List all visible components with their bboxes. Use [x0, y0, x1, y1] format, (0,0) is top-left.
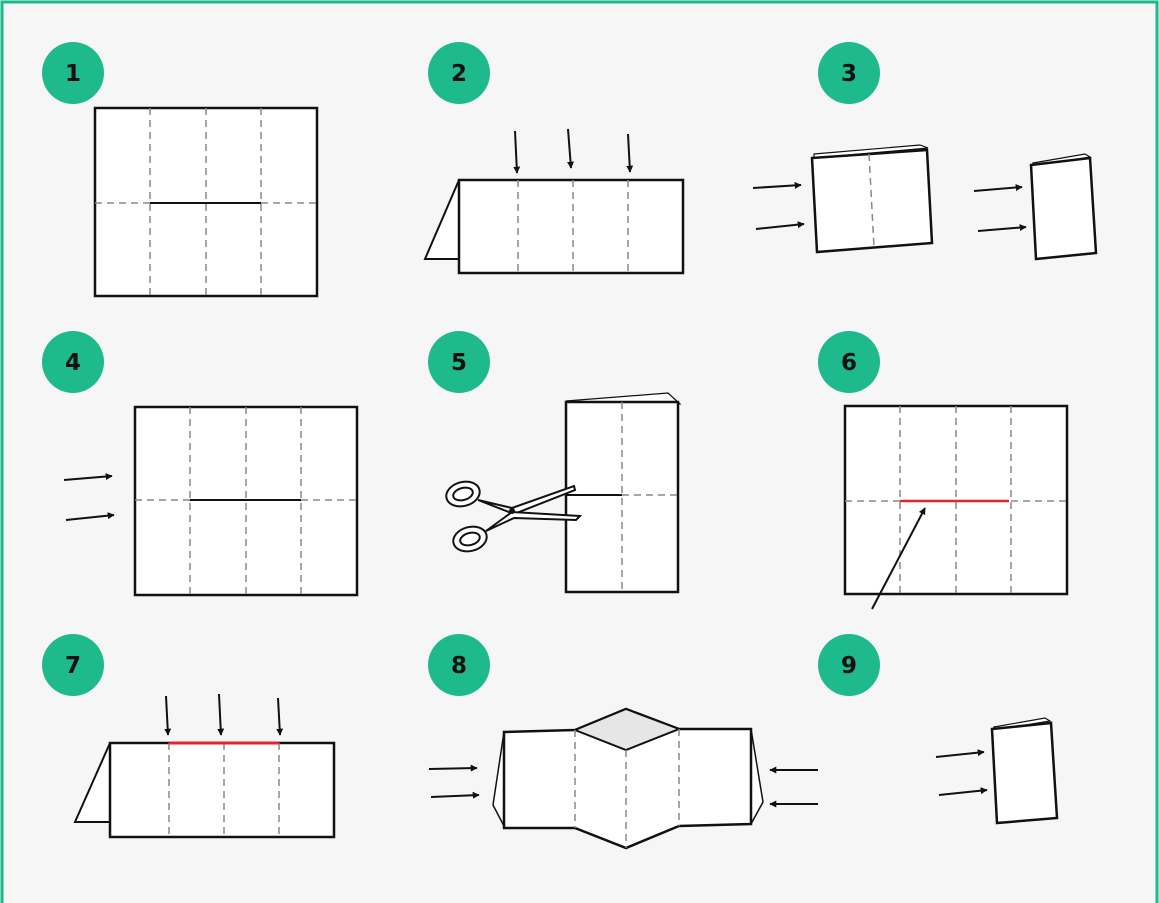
arrow-icon: [428, 764, 818, 808]
arrow-icon: [871, 507, 926, 610]
step-number-7: 7: [65, 653, 81, 679]
step-badge-4: 4: [42, 331, 104, 393]
step-7-folded-sheet: [73, 741, 336, 839]
step-badge-3: 3: [818, 42, 880, 104]
arrow-icon: [513, 128, 634, 174]
step-8-pushed-sheet: [492, 707, 764, 850]
arrow-icon: [752, 181, 1027, 232]
step-badge-9: 9: [818, 634, 880, 696]
step-3-small-booklet: [1029, 153, 1098, 261]
step-6-sheet: [843, 404, 1069, 596]
step-number-9: 9: [841, 653, 857, 679]
step-number-4: 4: [65, 350, 81, 376]
step-4-sheet: [133, 405, 359, 597]
step-badge-7: 7: [42, 634, 104, 696]
step-9-booklet: [990, 717, 1059, 825]
step-5-folded-sheet: [564, 392, 682, 594]
arrow-icon: [63, 473, 115, 521]
step-badge-2: 2: [428, 42, 490, 104]
step-number-1: 1: [65, 61, 81, 87]
arrow-icon: [164, 693, 284, 736]
step-1-sheet: [93, 106, 319, 298]
step-number-5: 5: [451, 350, 467, 376]
step-3-fold-booklet: [810, 144, 934, 254]
step-number-2: 2: [451, 61, 467, 87]
arrow-icon: [935, 749, 988, 796]
step-2-folded-sheet: [423, 178, 685, 275]
step-badge-8: 8: [428, 634, 490, 696]
step-number-3: 3: [841, 61, 857, 87]
step-badge-5: 5: [428, 331, 490, 393]
step-number-6: 6: [841, 350, 857, 376]
step-badge-6: 6: [818, 331, 880, 393]
step-number-8: 8: [451, 653, 467, 679]
step-badge-1: 1: [42, 42, 104, 104]
scissors-icon: [445, 480, 583, 553]
